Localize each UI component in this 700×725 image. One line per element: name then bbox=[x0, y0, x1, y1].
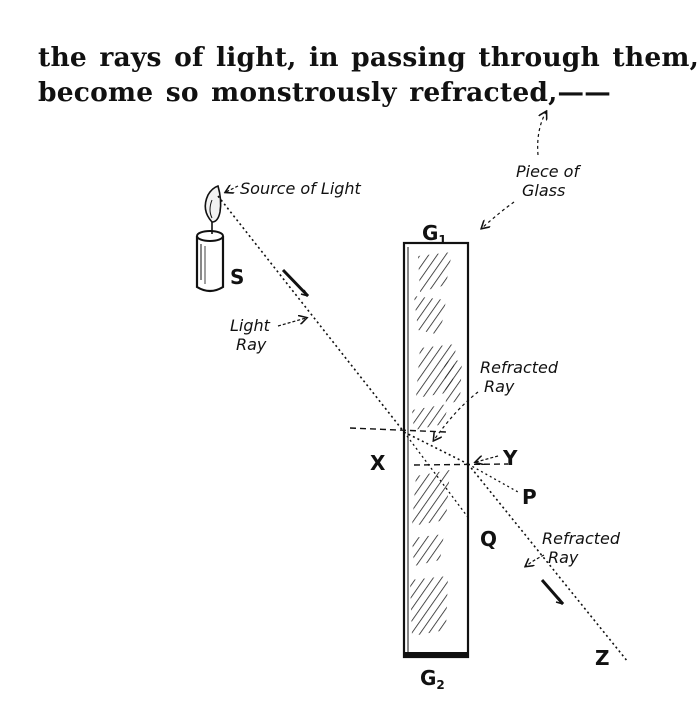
label-refracted-ray-upper-1: Refracted bbox=[480, 358, 559, 377]
text-line-1: the rays of light, in passing through th… bbox=[38, 42, 700, 73]
label-refracted-ray-lower-1: Refracted bbox=[542, 529, 621, 548]
label-source-of-light: Source of Light bbox=[240, 179, 362, 198]
normal-at-y bbox=[413, 463, 509, 466]
glass-slab bbox=[402, 241, 470, 659]
internal-refracted-ray bbox=[403, 431, 469, 465]
flame-icon bbox=[204, 184, 222, 223]
leader-piece-of-glass-down bbox=[482, 201, 515, 228]
leader-y bbox=[476, 455, 499, 462]
label-g2: G2 bbox=[420, 666, 445, 692]
label-refracted-ray-lower-2: Ray bbox=[548, 548, 579, 567]
label-p: P bbox=[522, 485, 537, 509]
label-piece-of-glass-2: Glass bbox=[522, 181, 565, 200]
direction-arrow-upper bbox=[281, 268, 310, 298]
label-q: Q bbox=[480, 527, 497, 551]
leader-refracted-lower bbox=[526, 554, 545, 566]
label-x: X bbox=[370, 451, 386, 475]
leader-source bbox=[226, 186, 239, 192]
label-piece-of-glass-1: Piece of bbox=[516, 162, 581, 181]
text-line-2: become so monstrously refracted,—— bbox=[38, 77, 611, 108]
incident-ray bbox=[217, 195, 405, 433]
label-light-ray-1: Light bbox=[230, 316, 271, 335]
label-refracted-ray-upper-2: Ray bbox=[484, 377, 515, 396]
glass-hatching bbox=[410, 252, 462, 636]
extension-ray-q bbox=[403, 431, 471, 521]
leader-refracted-upper bbox=[434, 391, 479, 440]
leader-piece-of-glass-up bbox=[537, 112, 546, 156]
label-z: Z bbox=[595, 646, 610, 670]
candle bbox=[195, 184, 225, 293]
leader-light-ray bbox=[277, 318, 306, 327]
normal-at-x bbox=[349, 427, 447, 433]
label-g1: G1 bbox=[422, 221, 447, 247]
label-s: S bbox=[230, 265, 244, 289]
direction-arrow-lower bbox=[540, 579, 565, 605]
label-y: Y bbox=[502, 446, 518, 470]
label-light-ray-2: Ray bbox=[236, 335, 267, 354]
